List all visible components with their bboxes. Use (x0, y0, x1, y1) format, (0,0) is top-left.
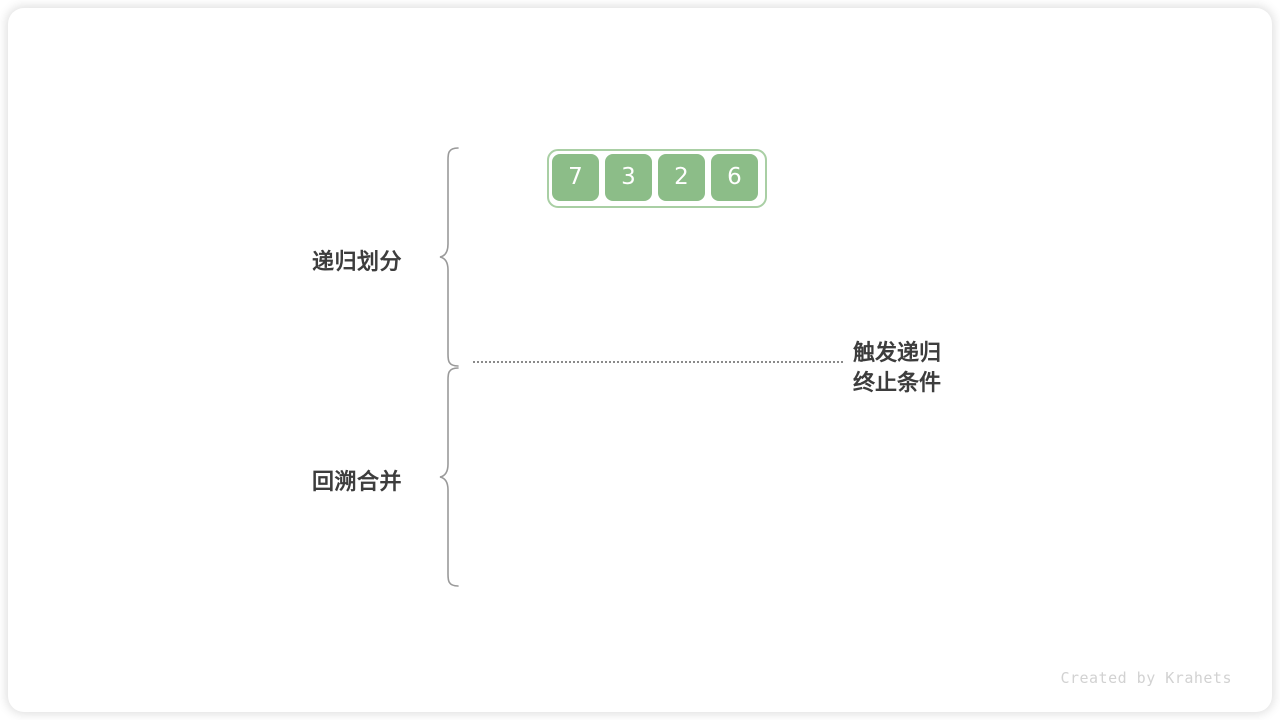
array-container: 7 3 2 6 (547, 149, 767, 208)
annotation-line-2: 终止条件 (853, 371, 942, 396)
array-cell: 7 (552, 154, 599, 201)
phase-label-divide: 递归划分 (312, 250, 403, 275)
array-cell-group: 7 3 2 6 (552, 154, 758, 201)
phase-label-merge: 回溯合并 (312, 470, 403, 495)
array-cell: 2 (658, 154, 705, 201)
figure-card: 7 3 2 6 递归划分 回溯合并 触发递归 终止条件 (8, 8, 1272, 712)
brace-divide-icon (438, 146, 462, 373)
watermark-credit: Created by Krahets (1060, 669, 1232, 687)
phase-divider-line (473, 361, 843, 363)
termination-condition-annotation: 触发递归 终止条件 (853, 339, 941, 399)
brace-merge-icon (438, 366, 462, 593)
annotation-line-1: 触发递归 (853, 341, 942, 366)
array-cell: 6 (711, 154, 758, 201)
array-cell: 3 (605, 154, 652, 201)
